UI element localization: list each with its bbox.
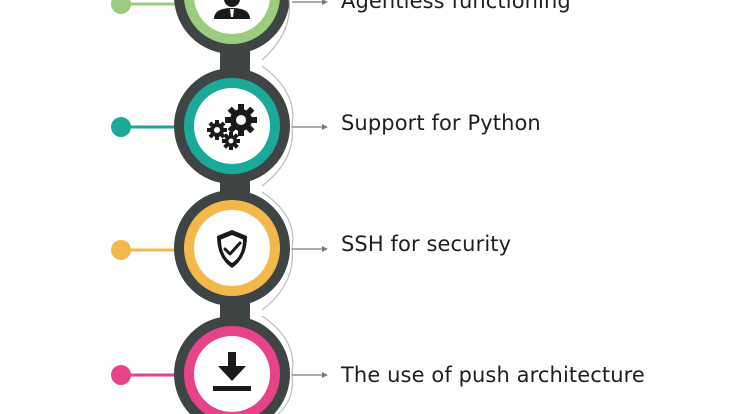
node-ssh [111, 190, 328, 311]
node-agentless [111, 0, 328, 61]
connector-dot [111, 240, 131, 260]
connector-dot [111, 117, 131, 137]
user-suit-icon [214, 0, 250, 19]
feature-label-agentless: Agentless functioning [341, 0, 571, 13]
gears-icon [207, 104, 257, 150]
connector-dot [111, 365, 131, 385]
feature-label-ssh: SSH for security [341, 232, 512, 256]
shield-check-icon [217, 230, 247, 268]
node-push [111, 315, 328, 414]
download-icon [213, 352, 251, 391]
dashed-arc [261, 0, 291, 61]
feature-label-push: The use of push architecture [341, 363, 645, 387]
feature-label-python: Support for Python [341, 111, 541, 135]
dashed-arc [261, 315, 294, 414]
dashed-arc [261, 191, 294, 311]
dashed-arc [261, 65, 294, 187]
connector-dot [111, 0, 131, 14]
node-python [111, 65, 328, 187]
